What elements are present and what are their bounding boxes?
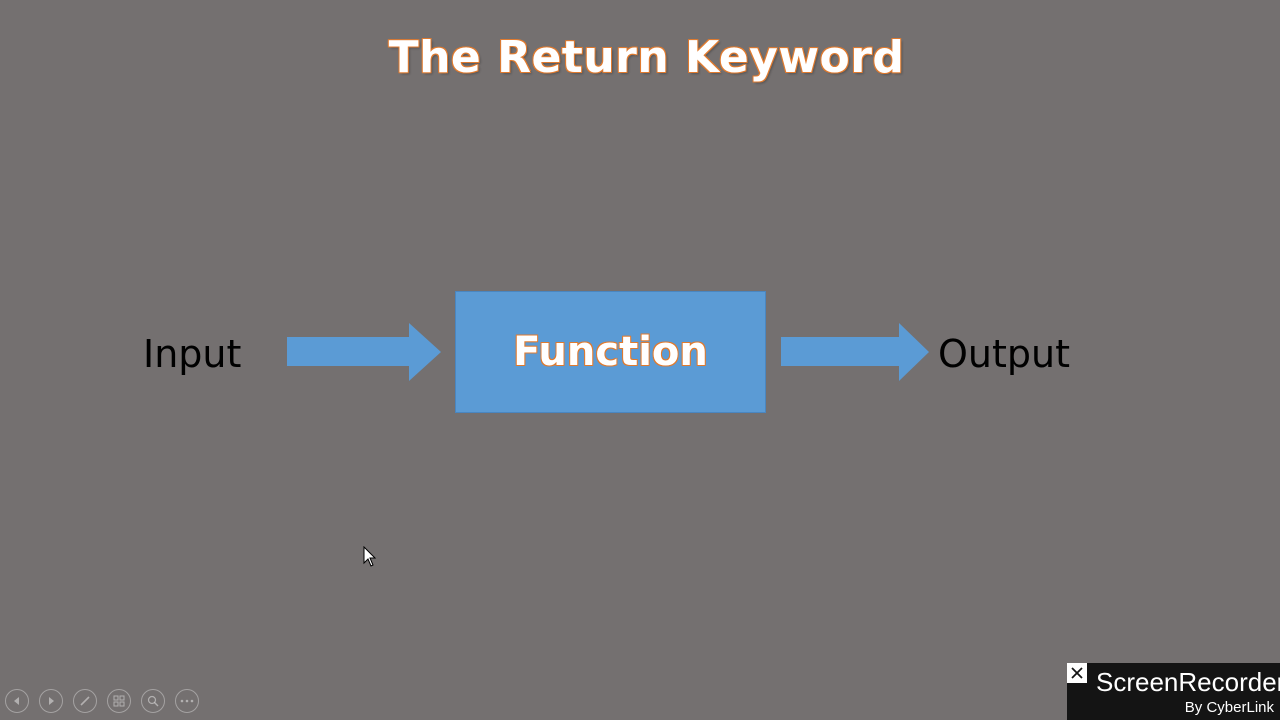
pen-button[interactable]	[73, 689, 97, 713]
previous-icon	[14, 697, 19, 705]
watermark-app-name: ScreenRecorder	[1096, 667, 1280, 697]
watermark-vendor: By CyberLink	[1184, 699, 1274, 716]
close-icon	[1071, 667, 1083, 679]
see-all-slides-icon	[113, 695, 125, 707]
output-arrow-icon	[781, 323, 929, 381]
slide-title: The Return Keyword	[388, 32, 905, 83]
previous-slide-button[interactable]	[5, 689, 29, 713]
screenrecorder-watermark: ScreenRecorder By CyberLink	[1067, 663, 1280, 720]
next-slide-button[interactable]	[39, 689, 63, 713]
function-box: Function	[455, 291, 766, 413]
more-options-icon	[180, 699, 194, 703]
slideshow-controls	[5, 689, 199, 713]
mouse-cursor-icon	[363, 546, 377, 567]
function-label: Function	[513, 329, 708, 375]
input-label: Input	[143, 332, 242, 376]
zoom-icon	[147, 695, 159, 707]
see-all-slides-button[interactable]	[107, 689, 131, 713]
watermark-close-button[interactable]	[1067, 663, 1087, 683]
pen-icon	[80, 696, 90, 706]
input-arrow-icon	[287, 323, 441, 381]
more-options-button[interactable]	[175, 689, 199, 713]
zoom-button[interactable]	[141, 689, 165, 713]
next-icon	[49, 697, 54, 705]
output-label: Output	[938, 332, 1070, 376]
